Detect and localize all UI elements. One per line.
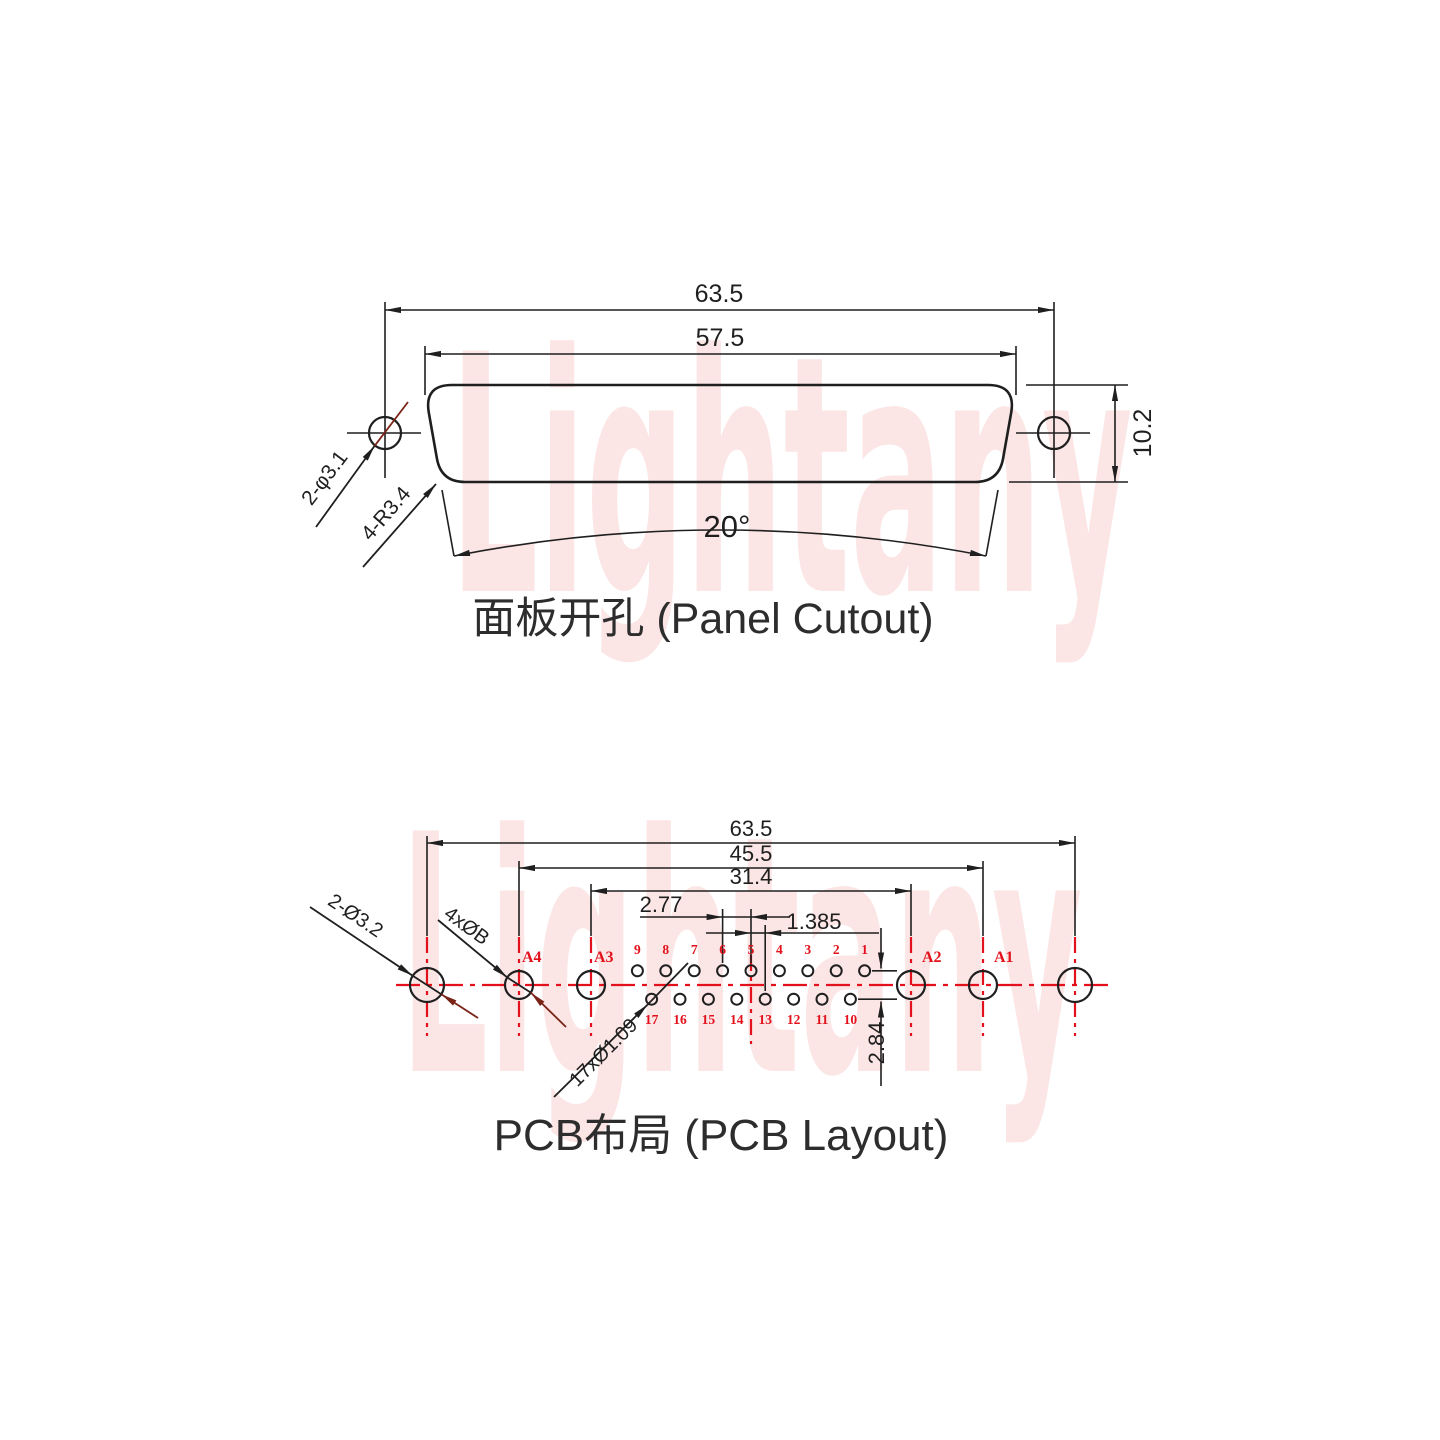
pin-hole-9 [630, 964, 644, 978]
cutout-outline [426, 383, 1014, 484]
watermark-text: Lightany [450, 285, 1133, 669]
pcb-dim-outer-width: 63.5 [427, 816, 1075, 847]
pin-hole-14 [730, 992, 744, 1006]
label-a2: A2 [922, 949, 942, 966]
pin-label-7: 7 [691, 942, 698, 957]
pin-label-4: 4 [776, 942, 783, 957]
pin-hole-12 [787, 992, 801, 1006]
pin-hole-7 [687, 964, 701, 978]
panel-dim-angle: 20° [441, 489, 999, 557]
pin-label-3: 3 [804, 942, 811, 957]
pin-hole-16 [673, 992, 687, 1006]
pin-hole-5 [744, 964, 758, 978]
panel-dim-cutout-width: 57.5 [425, 324, 1016, 358]
watermark-text: Lightany [400, 765, 1083, 1149]
pcb-signal-pins-bottom-row [645, 992, 857, 1006]
panel-dim-angle-label: 20° [704, 509, 751, 544]
pin-hole-11 [815, 992, 829, 1006]
panel-dim-cutout-width-label: 57.5 [696, 324, 745, 352]
pin-hole-17 [645, 992, 659, 1006]
panel-cutout-drawing: 63.5 57.5 10.2 20° [297, 280, 1157, 643]
pin-label-6: 6 [719, 942, 726, 957]
panel-dim-height-label: 10.2 [1129, 409, 1157, 458]
panel-mount-hole-left [367, 415, 403, 451]
pcb-dim-power-span-label: 45.5 [730, 841, 773, 866]
pcb-power-hole-a1 [967, 969, 999, 1001]
pin-hole-6 [716, 964, 730, 978]
pin-label-12: 12 [787, 1012, 801, 1027]
pcb-dim-inner-span: 31.4 [591, 864, 911, 895]
pcb-dim-pin-pitch: 2.77 [640, 892, 790, 963]
pin-label-16: 16 [673, 1012, 687, 1027]
pcb-power-hole-a2 [895, 969, 927, 1001]
pin-label-2: 2 [833, 942, 840, 957]
pcb-dim-half-pitch: 1.385 [706, 909, 879, 991]
pin-label-1: 1 [861, 942, 868, 957]
pcb-centerlines [396, 937, 1108, 1044]
pin-label-5: 5 [748, 942, 755, 957]
pin-label-14: 14 [730, 1012, 744, 1027]
pcb-callout-mount-holes-label: 2-Ø3.2 [324, 890, 387, 942]
panel-cutout-title: 面板开孔 (Panel Cutout) [472, 595, 933, 643]
pcb-mount-hole-right [1056, 966, 1094, 1004]
panel-dim-height: 10.2 [1009, 384, 1157, 483]
pin-label-11: 11 [816, 1012, 829, 1027]
pcb-dim-outer-width-label: 63.5 [730, 816, 773, 841]
pcb-signal-pins-top-row [630, 964, 872, 978]
pcb-dim-power-span: 45.5 [519, 841, 983, 872]
pin-label-13: 13 [758, 1012, 772, 1027]
pcb-power-hole-a4 [503, 969, 535, 1001]
label-a1: A1 [994, 949, 1014, 966]
panel-callout-corner-radius: 4-R3.4 [357, 482, 437, 568]
pin-hole-2 [829, 964, 843, 978]
pin-hole-3 [801, 964, 815, 978]
pcb-dim-half-pitch-label: 1.385 [786, 909, 841, 934]
pin-label-8: 8 [662, 942, 669, 957]
pcb-callout-power-holes: 4xØB [437, 903, 567, 1028]
pcb-callout-signal-holes: 17xØ1.09 [553, 962, 689, 1098]
panel-dim-outer-width: 63.5 [385, 280, 1054, 314]
power-hole-labels: A4 A3 A2 A1 [522, 949, 1014, 966]
label-a3: A3 [594, 949, 614, 966]
panel-dim-outer-width-label: 63.5 [695, 280, 744, 308]
pin-hole-4 [772, 964, 786, 978]
pcb-mount-hole-left [408, 966, 446, 1004]
panel-callout-corner-radius-label: 4-R3.4 [357, 482, 416, 545]
pin-label-15: 15 [702, 1012, 716, 1027]
panel-mount-hole-right [1036, 415, 1072, 451]
pin-hole-10 [843, 992, 857, 1006]
pcb-dim-inner-span-label: 31.4 [730, 864, 773, 889]
pcb-dim-row-spacing-label: 2.84 [864, 1022, 889, 1065]
pin-label-10: 10 [844, 1012, 858, 1027]
pin-label-17: 17 [645, 1012, 659, 1027]
label-a4: A4 [522, 949, 542, 966]
pin-label-9: 9 [634, 942, 641, 957]
pcb-dim-pin-pitch-label: 2.77 [640, 892, 683, 917]
pin-hole-13 [758, 992, 772, 1006]
pcb-layout-title: PCB布局 (PCB Layout) [494, 1111, 949, 1160]
pcb-power-hole-a3 [575, 969, 607, 1001]
panel-callout-mount-holes-label: 2-φ3.1 [297, 447, 352, 510]
pcb-callout-signal-holes-label: 17xØ1.09 [565, 1014, 642, 1091]
pin-hole-8 [659, 964, 673, 978]
pin-number-labels: 9 8 7 6 5 4 3 2 1 17 16 15 14 13 12 11 1… [634, 942, 868, 1027]
pcb-layout-drawing: 63.5 45.5 31.4 2.77 [309, 816, 1108, 1160]
pin-hole-15 [701, 992, 715, 1006]
pin-hole-1 [858, 964, 872, 978]
pcb-dim-row-spacing: 2.84 [858, 928, 897, 1086]
